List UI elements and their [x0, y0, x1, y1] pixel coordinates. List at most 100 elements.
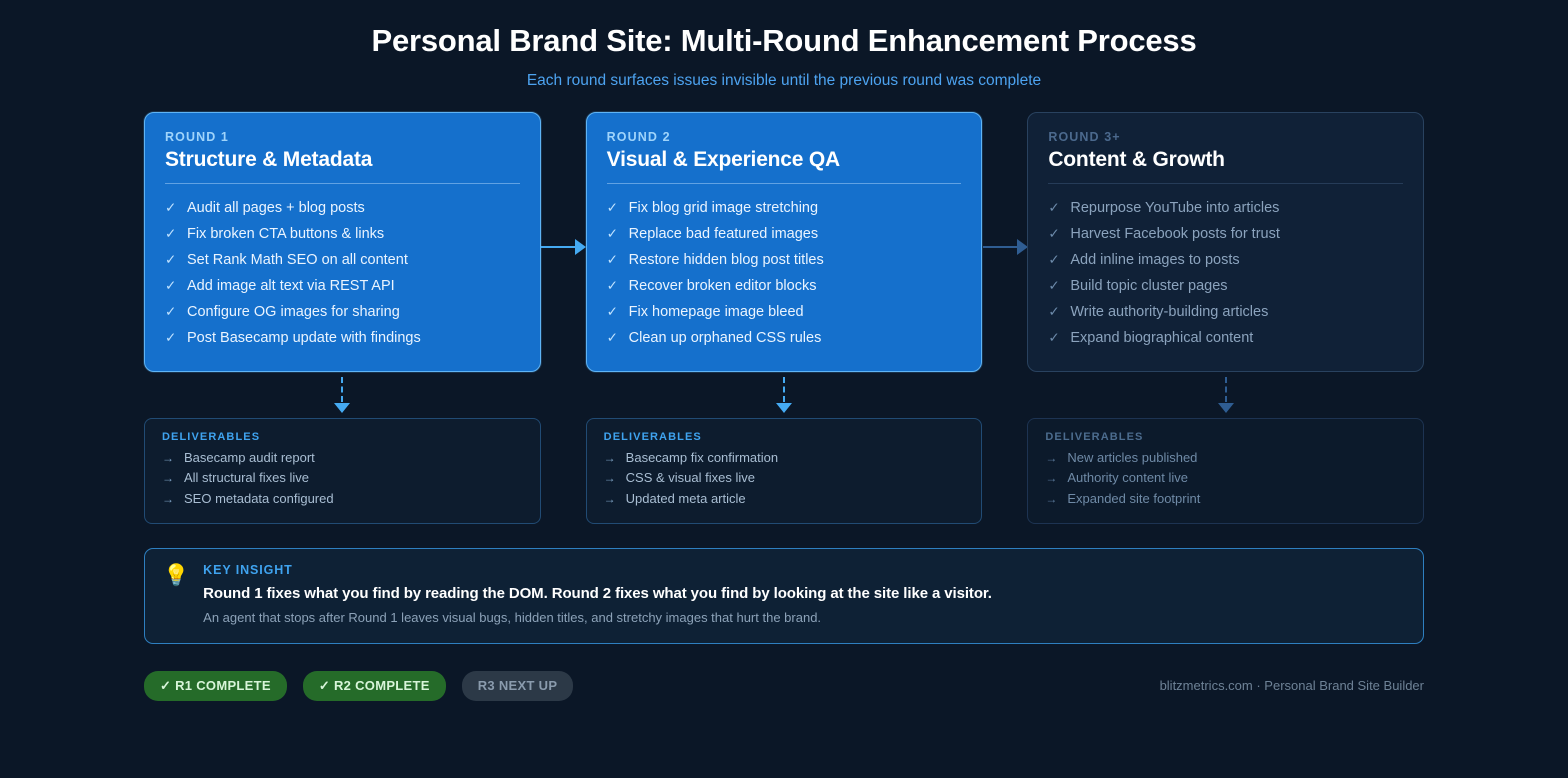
round-eyebrow: ROUND 3+ — [1048, 129, 1121, 144]
right-arrow-icon: → — [1045, 450, 1058, 465]
task-list: ✓ Audit all pages + blog posts ✓Fix broke… — [165, 195, 520, 351]
connector-round1-to-deliverables — [144, 372, 541, 418]
deliverable-label: Basecamp fix confirmation — [625, 449, 779, 465]
task-item: ✓Set Rank Math SEO on all content — [165, 247, 520, 273]
card-divider — [606, 182, 962, 184]
deliverable-item: → Basecamp audit report — [162, 448, 523, 469]
deliverables-list: → Basecamp fix confirmation →CSS & visual… — [604, 448, 965, 510]
task-item: ✓Expand biographical content — [1048, 325, 1403, 351]
task-label: Write authority-building articles — [1070, 303, 1269, 320]
round-card-1[interactable]: ROUND 1 Structure & Metadata ✓Audit all … — [144, 111, 541, 372]
arrow-head-icon — [575, 238, 586, 255]
deliverables-card-1[interactable]: DELIVERABLES →Basecamp audit report →All… — [144, 417, 541, 525]
deliverable-item: →New articles published — [1045, 448, 1406, 469]
deliverable-item: → SEO metadata configured — [162, 489, 523, 510]
check-icon: ✓ — [1048, 251, 1060, 267]
deliverable-item: →Authority content live — [1045, 468, 1406, 489]
task-label: Build topic cluster pages — [1070, 277, 1228, 294]
task-label: Fix homepage image bleed — [628, 303, 804, 320]
deliverables-label: DELIVERABLES — [603, 430, 702, 443]
arrow-shaft — [983, 245, 1017, 248]
task-item: ✓ Clean up orphaned CSS rules — [607, 325, 962, 351]
rounds-board: ROUND 1 Structure & Metadata ✓Audit all … — [144, 111, 1425, 525]
task-label: Set Rank Math SEO on all content — [187, 251, 408, 268]
key-insight-main-text: Round 1 fixes what you find by reading t… — [203, 585, 992, 603]
check-icon: ✓ — [606, 303, 618, 319]
check-icon: ✓ — [606, 225, 618, 241]
task-label: Replace bad featured images — [628, 225, 819, 242]
deliverable-label: Basecamp audit report — [184, 449, 315, 465]
status-badge-r1[interactable]: ✓ R1 COMPLETE — [144, 670, 287, 701]
task-label: Fix blog grid image stretching — [628, 199, 819, 216]
task-label: Clean up orphaned CSS rules — [628, 329, 822, 346]
task-list: ✓ Repurpose YouTube into articles ✓ Harves… — [1048, 195, 1403, 351]
round-column-1: ROUND 1 Structure & Metadata ✓Audit all … — [144, 111, 541, 525]
check-icon: ✓ — [165, 277, 177, 293]
dashed-line — [341, 376, 344, 402]
deliverable-label: Updated meta article — [625, 490, 746, 506]
deliverables-card-3[interactable]: DELIVERABLES →New articles published →Au… — [1027, 417, 1425, 525]
page-title: Personal Brand Site: Multi-Round Enhance… — [371, 23, 1197, 58]
connector-round2-to-deliverables — [586, 372, 983, 418]
right-arrow-icon: → — [1045, 471, 1058, 486]
task-item: ✓Fix blog grid image stretching — [607, 195, 962, 221]
round-eyebrow: ROUND 2 — [606, 129, 671, 144]
page-header: Personal Brand Site: Multi-Round Enhance… — [0, 0, 1568, 90]
round-column-3: ROUND 3+ Content & Growth ✓ Repurpose You… — [1027, 111, 1425, 525]
deliverable-item: → Updated meta article — [604, 489, 965, 510]
check-icon: ✓ — [1048, 303, 1060, 319]
dashed-line — [783, 376, 785, 402]
task-label: Repurpose YouTube into articles — [1070, 199, 1280, 216]
deliverable-item: →Expanded site footprint — [1045, 489, 1406, 510]
right-arrow-icon: → — [162, 491, 174, 506]
task-label: Recover broken editor blocks — [628, 277, 817, 294]
task-item: ✓ Replace bad featured images — [607, 221, 962, 247]
status-badge-r3[interactable]: R3 NEXT UP — [461, 670, 574, 701]
deliverables-card-2[interactable]: DELIVERABLES → Basecamp fix confirmation … — [585, 417, 983, 525]
check-icon: ✓ — [165, 329, 177, 345]
check-icon: ✓ — [606, 329, 618, 345]
check-icon: ✓ — [165, 303, 177, 319]
card-divider — [1048, 182, 1404, 184]
task-label: Harvest Facebook posts for trust — [1070, 225, 1280, 242]
arrow-head-icon — [334, 402, 351, 413]
lightbulb-icon: 💡 — [163, 564, 190, 588]
check-icon: ✓ — [165, 199, 177, 215]
deliverables-list: →New articles published →Authority conte… — [1045, 448, 1406, 510]
deliverable-label: SEO metadata configured — [184, 490, 334, 506]
task-label: Add inline images to posts — [1070, 251, 1240, 268]
task-item: ✓Restore hidden blog post titles — [607, 247, 962, 273]
check-icon: ✓ — [1048, 199, 1060, 215]
task-item: ✓Fix broken CTA buttons & links — [165, 221, 520, 247]
right-arrow-icon: → — [603, 491, 616, 506]
right-arrow-icon: → — [1045, 491, 1058, 506]
task-label: Audit all pages + blog posts — [187, 199, 365, 216]
round-card-2[interactable]: ROUND 2 Visual & Experience QA ✓Fix blog… — [585, 111, 983, 372]
page-subtitle: Each round surfaces issues invisible unt… — [526, 71, 1042, 89]
task-item: ✓Configure OG images for sharing — [165, 299, 520, 325]
task-item: ✓ Repurpose YouTube into articles — [1048, 195, 1403, 221]
status-badge-r2[interactable]: ✓ R2 COMPLETE — [302, 670, 446, 701]
round-card-3[interactable]: ROUND 3+ Content & Growth ✓ Repurpose You… — [1027, 111, 1425, 372]
deliverable-item: → Basecamp fix confirmation — [604, 448, 965, 469]
deliverables-label: DELIVERABLES — [1045, 430, 1144, 443]
check-icon: ✓ — [165, 225, 177, 241]
round-title: Structure & Metadata — [165, 147, 373, 171]
task-item: ✓ Write authority-building articles — [1048, 299, 1403, 325]
task-item: ✓ Audit all pages + blog posts — [165, 195, 520, 221]
task-list: ✓Fix blog grid image stretching ✓Replace… — [607, 195, 962, 351]
right-arrow-icon: → — [603, 450, 616, 465]
footer-attribution: blitzmetrics.com · Personal Brand Site B… — [1159, 678, 1424, 694]
right-arrow-icon: → — [162, 450, 174, 465]
arrow-head-icon — [1217, 402, 1234, 413]
page-footer: ✓ R1 COMPLETE ✓ R2 COMPLETE R3 NEXT UP b… — [144, 670, 1424, 701]
task-label: Expand biographical content — [1070, 329, 1254, 346]
deliverable-item: →CSS & visual fixes live — [604, 468, 965, 489]
round-title: Content & Growth — [1048, 147, 1225, 171]
key-insight-label: KEY INSIGHT — [203, 563, 293, 578]
task-item: ✓ Post Basecamp update with findings — [165, 325, 520, 351]
task-label: Post Basecamp update with findings — [187, 329, 421, 346]
arrow-round1-to-round2 — [541, 238, 586, 255]
key-insight-panel: 💡 KEY INSIGHT Round 1 fixes what you fin… — [144, 548, 1424, 644]
